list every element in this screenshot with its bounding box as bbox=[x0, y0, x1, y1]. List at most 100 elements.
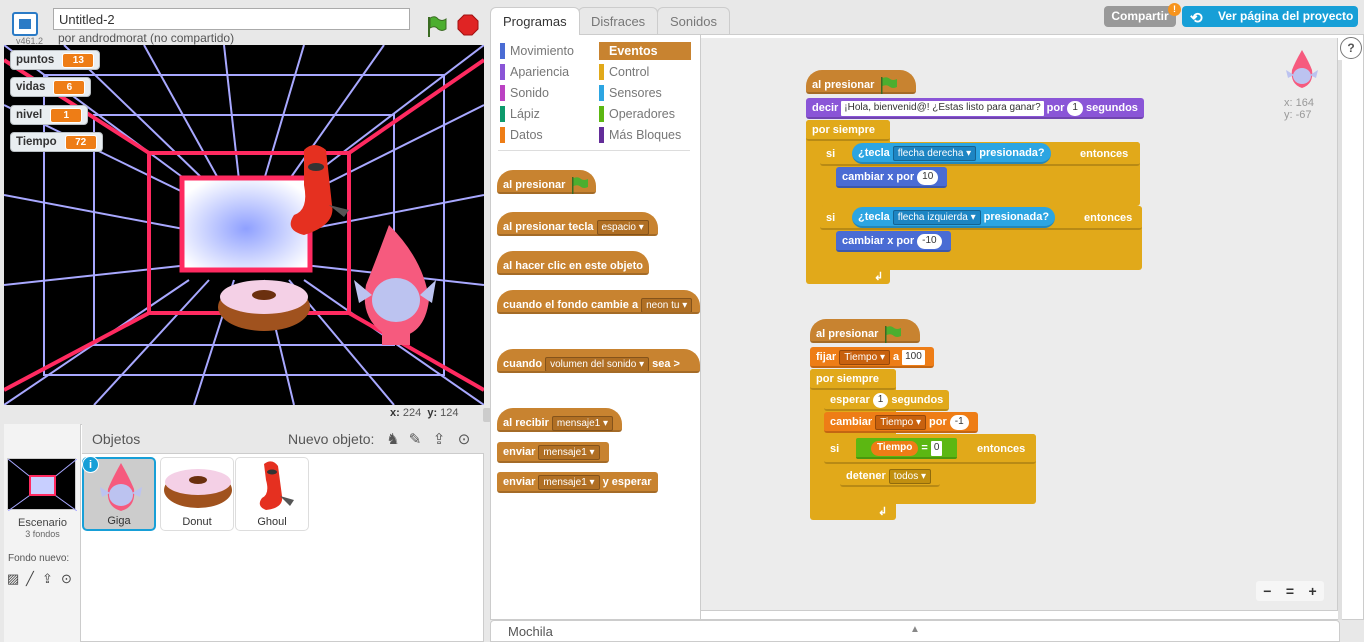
tab-programas[interactable]: Programas bbox=[490, 7, 580, 35]
help-icon[interactable]: ? bbox=[1340, 37, 1362, 59]
category-eventos[interactable]: Eventos bbox=[599, 42, 691, 60]
category-sonido[interactable]: Sonido bbox=[500, 84, 592, 102]
zoom-in-icon[interactable]: + bbox=[1308, 583, 1317, 599]
upload-sprite-icon[interactable]: ⇪ bbox=[432, 431, 446, 448]
sprite-thumb-donut[interactable]: Donut bbox=[160, 457, 234, 531]
variable-dropdown[interactable]: Tiempo bbox=[875, 414, 926, 430]
block-text: detener bbox=[846, 470, 886, 482]
palette-broadcast-wait-block[interactable]: enviarmensaje1y esperar bbox=[497, 472, 658, 493]
monitor-value: 13 bbox=[62, 52, 95, 68]
new-backdrop-label: Fondo nuevo: bbox=[8, 553, 70, 564]
block-text: ¿tecla bbox=[858, 211, 890, 223]
script2-set-var-block[interactable]: fijarTiempoa100 bbox=[810, 347, 934, 368]
monitor-value: 72 bbox=[64, 134, 97, 150]
say-text-input[interactable]: ¡Hola, bienvenid@! ¿Estas listo para gan… bbox=[841, 100, 1044, 116]
camera-backdrop-icon[interactable]: ⊙ bbox=[61, 571, 72, 586]
block-text: cambiar x por bbox=[842, 235, 915, 247]
key-dropdown[interactable]: flecha derecha bbox=[892, 145, 977, 161]
script2-equals-operator[interactable]: Tiempo=0 bbox=[856, 438, 958, 459]
tab-disfraces[interactable]: Disfraces bbox=[578, 7, 659, 34]
message-dropdown[interactable]: mensaje1 bbox=[538, 474, 600, 490]
paint-backdrop-icon[interactable]: ╱ bbox=[26, 571, 34, 586]
variable-reporter[interactable]: Tiempo bbox=[871, 440, 919, 456]
block-text: y esperar bbox=[602, 476, 652, 488]
stage-backdrop bbox=[4, 45, 484, 405]
sensor-dropdown[interactable]: volumen del sonido bbox=[545, 356, 650, 371]
sprite-thumb-ghoul[interactable]: Ghoul bbox=[235, 457, 309, 531]
compare-value-input[interactable]: 0 bbox=[930, 440, 943, 456]
category-lapiz[interactable]: Lápiz bbox=[500, 105, 592, 123]
message-dropdown[interactable]: mensaje1 bbox=[551, 415, 614, 431]
category-control[interactable]: Control bbox=[599, 63, 691, 81]
block-text: cambiar x por bbox=[842, 171, 915, 183]
upload-backdrop-icon[interactable]: ⇪ bbox=[42, 571, 53, 586]
category-mas-bloques[interactable]: Más Bloques bbox=[599, 126, 691, 144]
then-label: entonces bbox=[1084, 212, 1133, 224]
camera-sprite-icon[interactable]: ⊙ bbox=[457, 431, 471, 448]
zoom-out-icon[interactable]: − bbox=[1263, 583, 1272, 599]
block-text: cuando el fondo cambie a bbox=[503, 299, 639, 311]
info-icon[interactable]: i bbox=[82, 456, 99, 473]
dx-input[interactable]: -10 bbox=[917, 233, 942, 249]
project-title-input[interactable] bbox=[53, 8, 410, 30]
category-datos[interactable]: Datos bbox=[500, 126, 592, 144]
scripts-scrollbar[interactable] bbox=[1338, 60, 1342, 620]
key-dropdown[interactable]: espacio bbox=[596, 219, 649, 235]
x-label: x: bbox=[1284, 97, 1293, 109]
category-apariencia[interactable]: Apariencia bbox=[500, 63, 592, 81]
view-project-page-button[interactable]: ⟲Ver página del proyecto bbox=[1182, 6, 1358, 27]
fullscreen-icon[interactable] bbox=[12, 12, 38, 36]
script1-say-block[interactable]: decir¡Hola, bienvenid@! ¿Estas listo par… bbox=[806, 98, 1144, 119]
stage-thumbnail[interactable] bbox=[7, 458, 78, 512]
wait-seconds-input[interactable]: 1 bbox=[872, 392, 889, 408]
palette-when-clicked-block[interactable]: al hacer clic en este objeto bbox=[497, 251, 650, 275]
category-sensores[interactable]: Sensores bbox=[599, 84, 691, 102]
script2-change-var-block[interactable]: cambiarTiempopor-1 bbox=[824, 412, 978, 433]
script2-when-flag[interactable]: al presionar bbox=[810, 319, 920, 344]
message-dropdown[interactable]: mensaje1 bbox=[538, 444, 600, 460]
script1-when-flag[interactable]: al presionar bbox=[806, 70, 916, 95]
x-value: 164 bbox=[1295, 97, 1314, 109]
say-seconds-input[interactable]: 1 bbox=[1067, 100, 1083, 116]
variable-dropdown[interactable]: Tiempo bbox=[839, 349, 890, 365]
script1-change-x-block-2[interactable]: cambiar x por-10 bbox=[836, 231, 951, 252]
backdrop-library-icon[interactable]: ▨ bbox=[7, 571, 20, 586]
scripts-area[interactable] bbox=[700, 38, 1338, 611]
palette-when-flag-block[interactable]: al presionar bbox=[497, 170, 597, 195]
paint-sprite-icon[interactable]: ✎ bbox=[408, 431, 422, 448]
sprite-library-icon[interactable]: ♞ bbox=[386, 431, 400, 448]
dx-input[interactable]: 10 bbox=[917, 169, 939, 185]
zoom-reset-icon[interactable]: = bbox=[1285, 583, 1295, 599]
backdrop-dropdown[interactable]: neon tu bbox=[641, 297, 693, 312]
stop-icon[interactable] bbox=[457, 14, 479, 36]
category-movimiento[interactable]: Movimiento bbox=[500, 42, 592, 60]
share-button[interactable]: Compartir bbox=[1104, 6, 1176, 27]
tab-sonidos[interactable]: Sonidos bbox=[657, 7, 730, 34]
value-input[interactable]: 100 bbox=[902, 349, 925, 365]
block-text: cambiar bbox=[830, 416, 873, 428]
collapse-stage-handle[interactable] bbox=[483, 408, 491, 422]
block-text: al hacer clic en este objeto bbox=[503, 260, 644, 272]
green-flag-icon[interactable] bbox=[424, 14, 448, 38]
category-operadores[interactable]: Operadores bbox=[599, 105, 691, 123]
stop-dropdown[interactable]: todos bbox=[888, 468, 932, 484]
key-dropdown[interactable]: flecha izquierda bbox=[892, 209, 981, 225]
block-text: sea > bbox=[652, 358, 680, 370]
backpack-expand-icon[interactable]: ▲ bbox=[910, 624, 920, 635]
change-value-input[interactable]: -1 bbox=[949, 414, 969, 430]
